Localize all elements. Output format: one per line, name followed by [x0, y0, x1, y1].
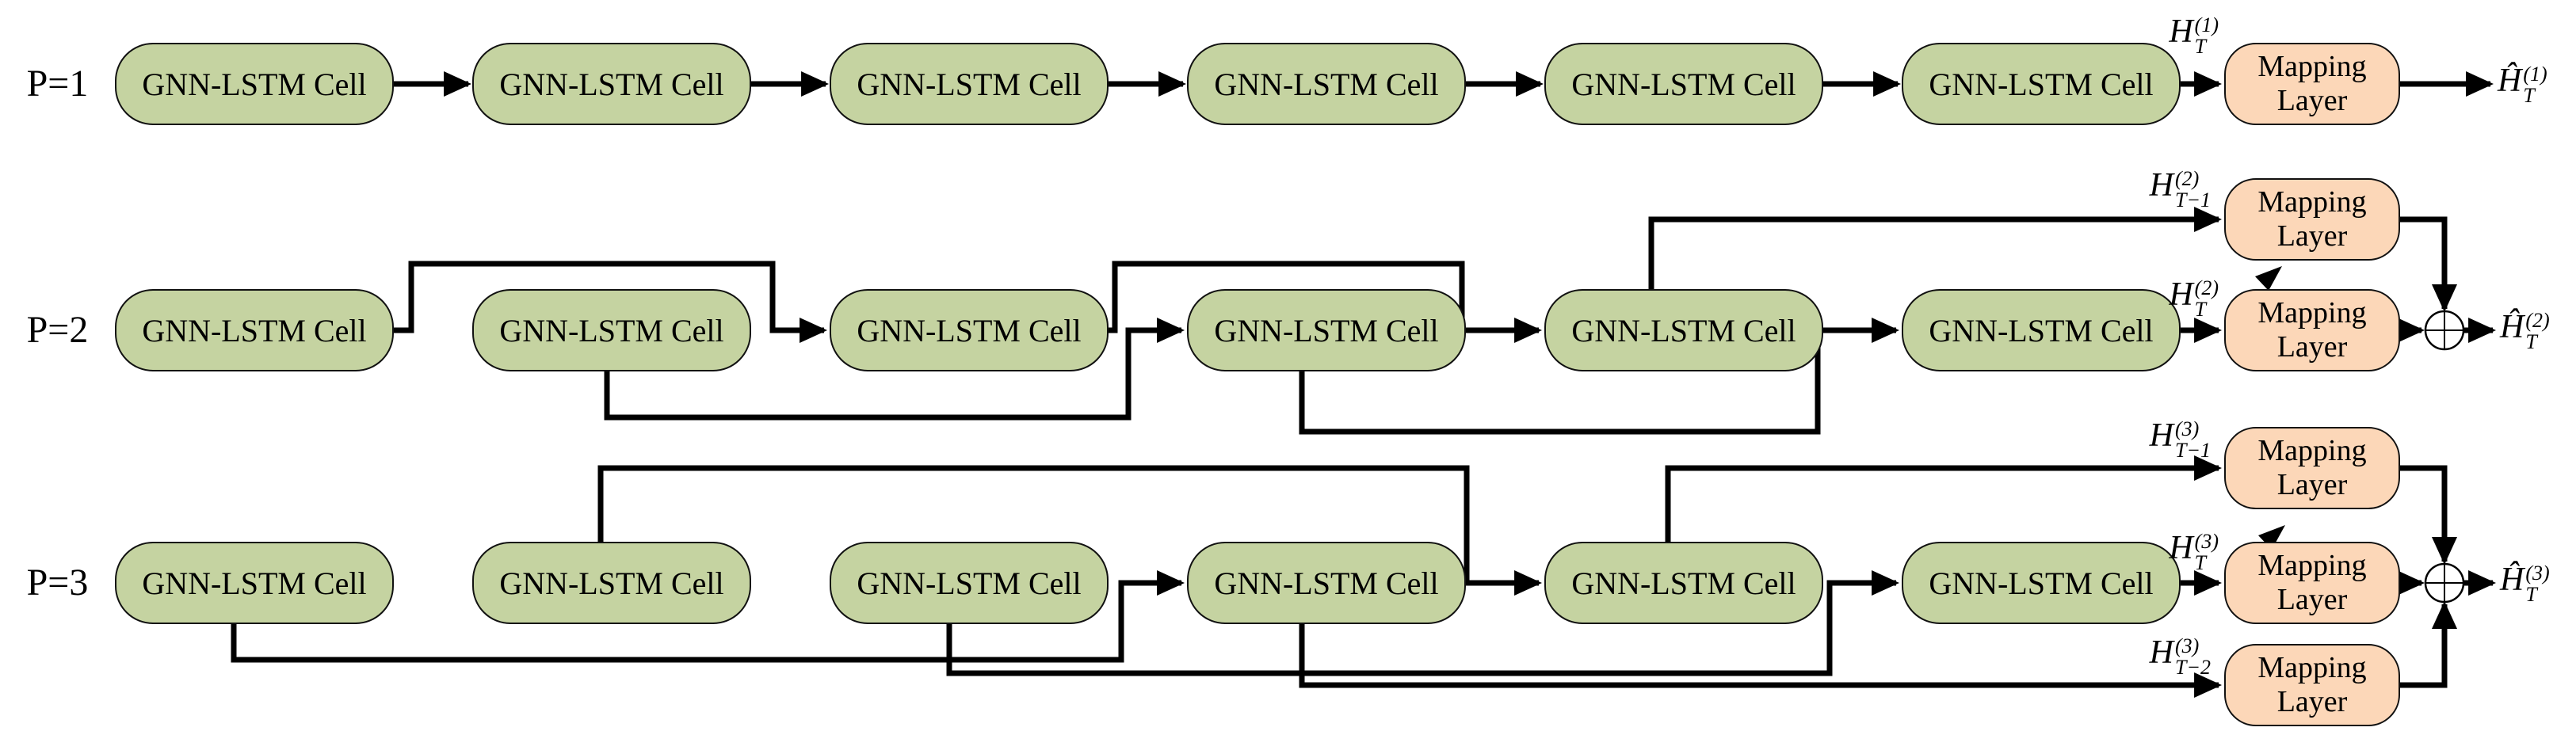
mapping-layer: Mapping Layer — [2224, 644, 2400, 726]
gnn-lstm-cell: GNN-LSTM Cell — [1544, 542, 1823, 624]
mapping-layer-label-line1: Mapping — [2257, 185, 2367, 219]
h-base: H — [2169, 529, 2193, 566]
h-superscript: (2) — [2174, 167, 2200, 190]
gnn-lstm-cell: GNN-LSTM Cell — [830, 43, 1109, 125]
h-superscript: (2) — [2525, 309, 2550, 332]
gnn-lstm-cell: GNN-LSTM Cell — [1544, 43, 1823, 125]
h-base: H — [2149, 417, 2173, 454]
h-subscript: T — [2194, 551, 2207, 575]
mapping-layer-label-line1: Mapping — [2257, 50, 2367, 84]
gnn-lstm-cell: GNN-LSTM Cell — [1544, 289, 1823, 371]
gnn-lstm-cell: GNN-LSTM Cell — [1902, 289, 2181, 371]
mapping-layer: Mapping Layer — [2224, 289, 2400, 371]
h-subscript: T−1 — [2174, 188, 2211, 212]
mapping-layer: Mapping Layer — [2224, 43, 2400, 125]
mapping-layer-label-line1: Mapping — [2257, 651, 2367, 685]
gnn-lstm-cell: GNN-LSTM Cell — [115, 542, 394, 624]
h-base: H — [2169, 276, 2193, 313]
gnn-lstm-cell: GNN-LSTM Cell — [1187, 43, 1466, 125]
h-base: H — [2149, 634, 2173, 671]
h-superscript: (3) — [2174, 417, 2200, 440]
hidden-state-label: H(2)T−1 — [2084, 166, 2211, 212]
gnn-lstm-cell: GNN-LSTM Cell — [115, 43, 394, 125]
hidden-state-label: H(1)T — [2092, 13, 2219, 59]
mapping-layer: Mapping Layer — [2224, 542, 2400, 624]
mapping-layer-label-line2: Layer — [2276, 219, 2348, 253]
h-subscript: T — [2194, 35, 2207, 59]
h-subscript: T — [2525, 330, 2537, 354]
gnn-lstm-cell: GNN-LSTM Cell — [830, 289, 1109, 371]
mapping-layer-label-line2: Layer — [2276, 583, 2348, 616]
row2-wires — [394, 206, 2497, 435]
h-subscript: T — [2194, 298, 2207, 322]
output-label: Ĥ(3)T — [2500, 561, 2550, 607]
mapping-layer-label-line1: Mapping — [2257, 296, 2367, 330]
output-label: Ĥ(2)T — [2500, 308, 2550, 354]
hidden-state-label: H(3)T−1 — [2084, 417, 2211, 463]
gnn-lstm-cell: GNN-LSTM Cell — [472, 542, 751, 624]
gnn-lstm-cell: GNN-LSTM Cell — [1902, 542, 2181, 624]
stray-arrowhead — [2258, 525, 2285, 550]
row3-wires — [231, 455, 2497, 699]
hidden-state-label: H(3)T−2 — [2084, 634, 2211, 680]
h-base: H — [2149, 166, 2173, 204]
row2-p-label: P=2 — [26, 309, 89, 351]
gnn-lstm-cell: GNN-LSTM Cell — [1187, 289, 1466, 371]
h-base: Ĥ — [2500, 308, 2524, 345]
h-superscript: (1) — [2523, 63, 2547, 86]
h-base: H — [2169, 13, 2193, 50]
mapping-layer: Mapping Layer — [2224, 178, 2400, 261]
h-base: Ĥ — [2500, 561, 2524, 598]
gnn-lstm-cell: GNN-LSTM Cell — [472, 289, 751, 371]
gnn-lstm-cell: GNN-LSTM Cell — [1902, 43, 2181, 125]
h-superscript: (3) — [2525, 562, 2550, 585]
mapping-layer-label-line2: Layer — [2276, 84, 2348, 117]
stray-arrowhead — [2255, 266, 2282, 291]
h-superscript: (1) — [2194, 13, 2219, 36]
mapping-layer-label-line1: Mapping — [2257, 549, 2367, 583]
hidden-state-label: H(2)T — [2092, 276, 2219, 322]
h-subscript: T−1 — [2174, 439, 2211, 463]
mapping-layer-label-line2: Layer — [2276, 685, 2348, 718]
h-subscript: T — [2523, 84, 2535, 108]
gnn-lstm-cell: GNN-LSTM Cell — [1187, 542, 1466, 624]
mapping-layer-label-line2: Layer — [2276, 468, 2348, 501]
mapping-layer-label-line1: Mapping — [2257, 434, 2367, 468]
output-label: Ĥ(1)T — [2498, 62, 2547, 108]
h-superscript: (3) — [2174, 634, 2200, 657]
mapping-layer: Mapping Layer — [2224, 427, 2400, 509]
h-subscript: T — [2525, 583, 2537, 607]
row3-p-label: P=3 — [26, 562, 89, 604]
h-base: Ĥ — [2498, 62, 2522, 99]
row1-p-label: P=1 — [26, 63, 89, 105]
h-subscript: T−2 — [2174, 656, 2211, 680]
gnn-lstm-cell: GNN-LSTM Cell — [115, 289, 394, 371]
hidden-state-label: H(3)T — [2092, 529, 2219, 575]
gnn-lstm-cell: GNN-LSTM Cell — [830, 542, 1109, 624]
h-superscript: (3) — [2194, 530, 2219, 553]
h-superscript: (2) — [2194, 276, 2219, 299]
mapping-layer-label-line2: Layer — [2276, 330, 2348, 364]
gnn-lstm-cell: GNN-LSTM Cell — [472, 43, 751, 125]
